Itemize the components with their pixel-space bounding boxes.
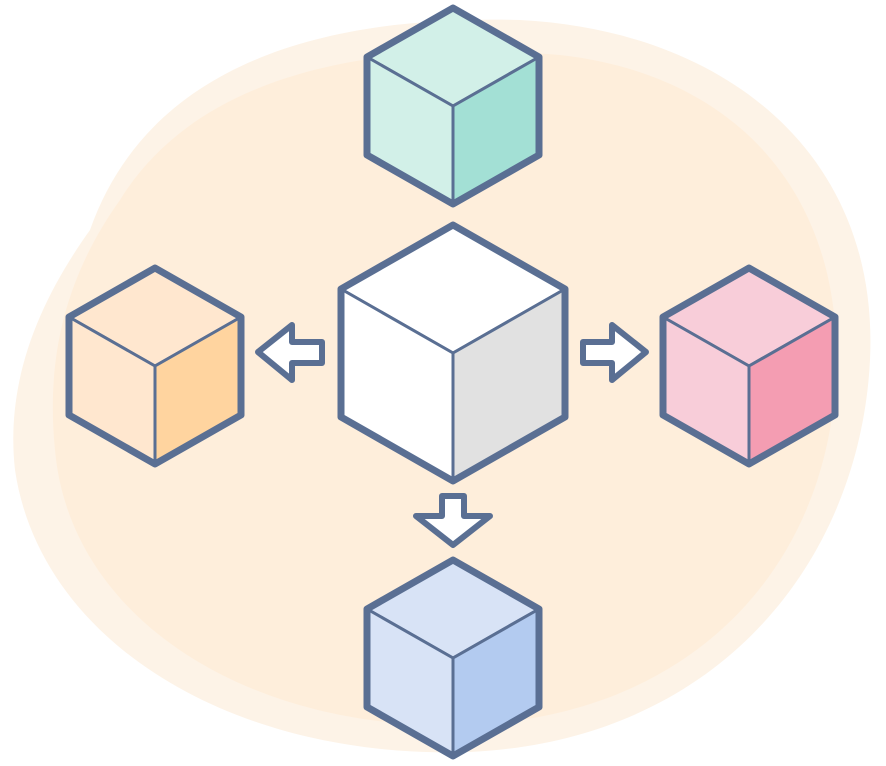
top-cube-icon bbox=[363, 4, 543, 208]
left-cube-icon bbox=[65, 264, 245, 468]
arrow-left-icon bbox=[255, 322, 325, 383]
bottom-cube-outline bbox=[363, 556, 543, 760]
left-cube-outline bbox=[65, 264, 245, 468]
arrow-right-icon bbox=[580, 322, 649, 383]
top-cube-outline bbox=[363, 4, 543, 208]
center-cube-outline bbox=[337, 221, 569, 485]
right-cube-icon bbox=[659, 264, 839, 468]
right-cube-outline bbox=[659, 264, 839, 468]
arrow-down-icon bbox=[413, 493, 493, 548]
center-cube-icon bbox=[337, 221, 569, 485]
bottom-cube-icon bbox=[363, 556, 543, 760]
